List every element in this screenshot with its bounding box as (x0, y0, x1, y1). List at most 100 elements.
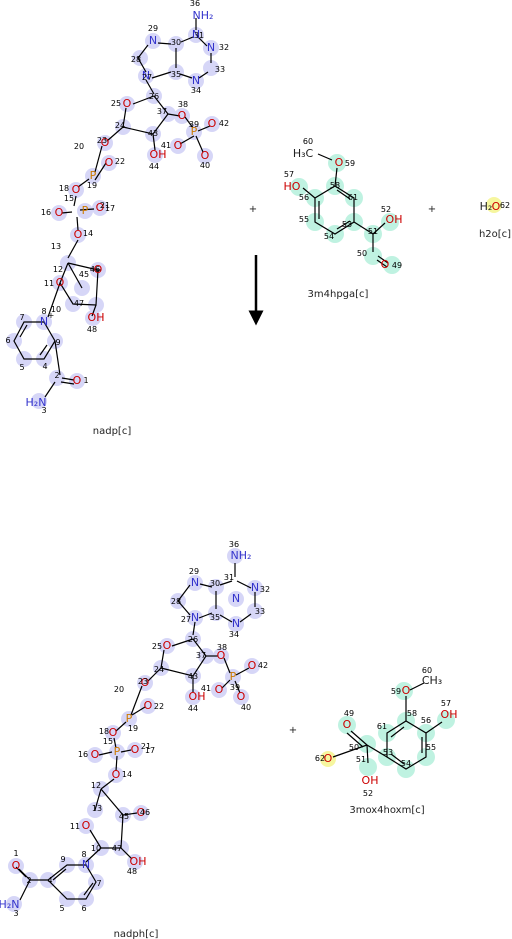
svg-text:30: 30 (171, 38, 181, 47)
svg-text:55: 55 (426, 743, 436, 752)
svg-text:N: N (251, 581, 259, 594)
svg-text:54: 54 (324, 232, 334, 241)
svg-text:8: 8 (41, 307, 46, 316)
svg-text:48: 48 (87, 325, 97, 334)
3mox4hoxm-atom-labels: O CH₃ OH O O OH (324, 674, 458, 787)
svg-text:N: N (149, 34, 157, 47)
svg-text:4: 4 (42, 362, 47, 371)
svg-text:26: 26 (188, 635, 198, 644)
svg-text:62: 62 (500, 201, 510, 210)
svg-text:N: N (192, 28, 200, 41)
svg-text:55: 55 (299, 215, 309, 224)
svg-text:11: 11 (44, 279, 54, 288)
reactant-label-3m4hpga: 3m4hpga[c] (308, 289, 369, 300)
svg-text:20: 20 (74, 142, 84, 151)
svg-text:59: 59 (345, 159, 355, 168)
svg-text:H₃C: H₃C (293, 147, 314, 160)
svg-text:OH: OH (130, 855, 147, 868)
svg-text:52: 52 (381, 205, 391, 214)
svg-text:12: 12 (53, 265, 63, 274)
3m4hpga-bonds (302, 153, 389, 268)
svg-text:O: O (201, 149, 210, 162)
svg-text:N: N (207, 41, 215, 54)
svg-text:51: 51 (368, 227, 378, 236)
3m4hpga-atom-labels: H₃C O HO OH O (284, 147, 403, 271)
svg-text:O: O (73, 374, 82, 387)
svg-text:O: O (123, 97, 132, 110)
svg-text:51: 51 (356, 755, 366, 764)
svg-text:O: O (72, 183, 81, 196)
plus-sign-3: + (289, 725, 297, 736)
svg-text:6: 6 (5, 336, 10, 345)
svg-text:57: 57 (441, 699, 451, 708)
svg-text:N: N (232, 617, 240, 630)
svg-text:15: 15 (64, 194, 74, 203)
svg-text:44: 44 (188, 704, 198, 713)
svg-text:30: 30 (210, 579, 220, 588)
svg-text:40: 40 (200, 161, 210, 170)
svg-text:O: O (96, 201, 105, 214)
svg-text:21: 21 (141, 742, 151, 751)
svg-text:NH₂: NH₂ (231, 549, 252, 562)
svg-text:7: 7 (19, 313, 24, 322)
svg-text:58: 58 (407, 709, 417, 718)
svg-text:O: O (402, 684, 411, 697)
svg-text:OH: OH (362, 774, 379, 787)
nadph-bonds (15, 563, 256, 901)
svg-text:P: P (230, 670, 237, 683)
svg-text:62: 62 (315, 754, 325, 763)
svg-text:24: 24 (115, 121, 125, 130)
svg-text:38: 38 (178, 100, 188, 109)
svg-text:N: N (192, 74, 200, 87)
svg-text:13: 13 (92, 804, 102, 813)
svg-text:47: 47 (74, 299, 84, 308)
svg-text:O: O (141, 676, 150, 689)
svg-text:O: O (248, 659, 257, 672)
svg-text:46: 46 (90, 265, 100, 274)
svg-text:34: 34 (229, 630, 239, 639)
svg-text:35: 35 (210, 613, 220, 622)
svg-text:43: 43 (188, 672, 198, 681)
svg-text:29: 29 (148, 24, 158, 33)
svg-text:54: 54 (401, 759, 411, 768)
svg-text:N: N (191, 576, 199, 589)
svg-text:5: 5 (59, 904, 64, 913)
svg-text:N: N (232, 592, 240, 605)
svg-text:29: 29 (189, 567, 199, 576)
svg-text:1: 1 (13, 849, 18, 858)
svg-text:P: P (90, 169, 97, 182)
svg-text:39: 39 (230, 683, 240, 692)
svg-text:6: 6 (81, 904, 86, 913)
svg-text:50: 50 (349, 743, 359, 752)
svg-text:OH: OH (386, 213, 403, 226)
nadp-bonds (13, 18, 212, 398)
svg-text:53: 53 (383, 748, 393, 757)
svg-text:18: 18 (99, 727, 109, 736)
svg-text:10: 10 (91, 844, 101, 853)
svg-text:O: O (217, 649, 226, 662)
svg-text:N: N (142, 69, 150, 82)
svg-text:O: O (101, 136, 110, 149)
svg-text:21: 21 (100, 201, 110, 210)
nadp-atom-labels: N N N N N NH₂ O O OH O P O O O P O O P O… (26, 9, 217, 409)
svg-text:HO: HO (284, 180, 301, 193)
svg-text:7: 7 (96, 879, 101, 888)
svg-text:60: 60 (303, 137, 313, 146)
svg-text:N: N (191, 611, 199, 624)
svg-text:31: 31 (224, 573, 234, 582)
svg-text:P: P (82, 204, 89, 217)
svg-text:33: 33 (255, 607, 265, 616)
svg-text:48: 48 (127, 867, 137, 876)
svg-text:37: 37 (196, 651, 206, 660)
reactant-label-h2o: h2o[c] (479, 229, 511, 240)
nadph-structure: NH₂ N N N N N O O OH O P O O O P O O P O… (0, 540, 270, 918)
svg-text:O: O (131, 743, 140, 756)
svg-text:O: O (237, 690, 246, 703)
svg-text:44: 44 (149, 162, 159, 171)
svg-text:OH: OH (150, 148, 167, 161)
svg-text:25: 25 (152, 642, 162, 651)
